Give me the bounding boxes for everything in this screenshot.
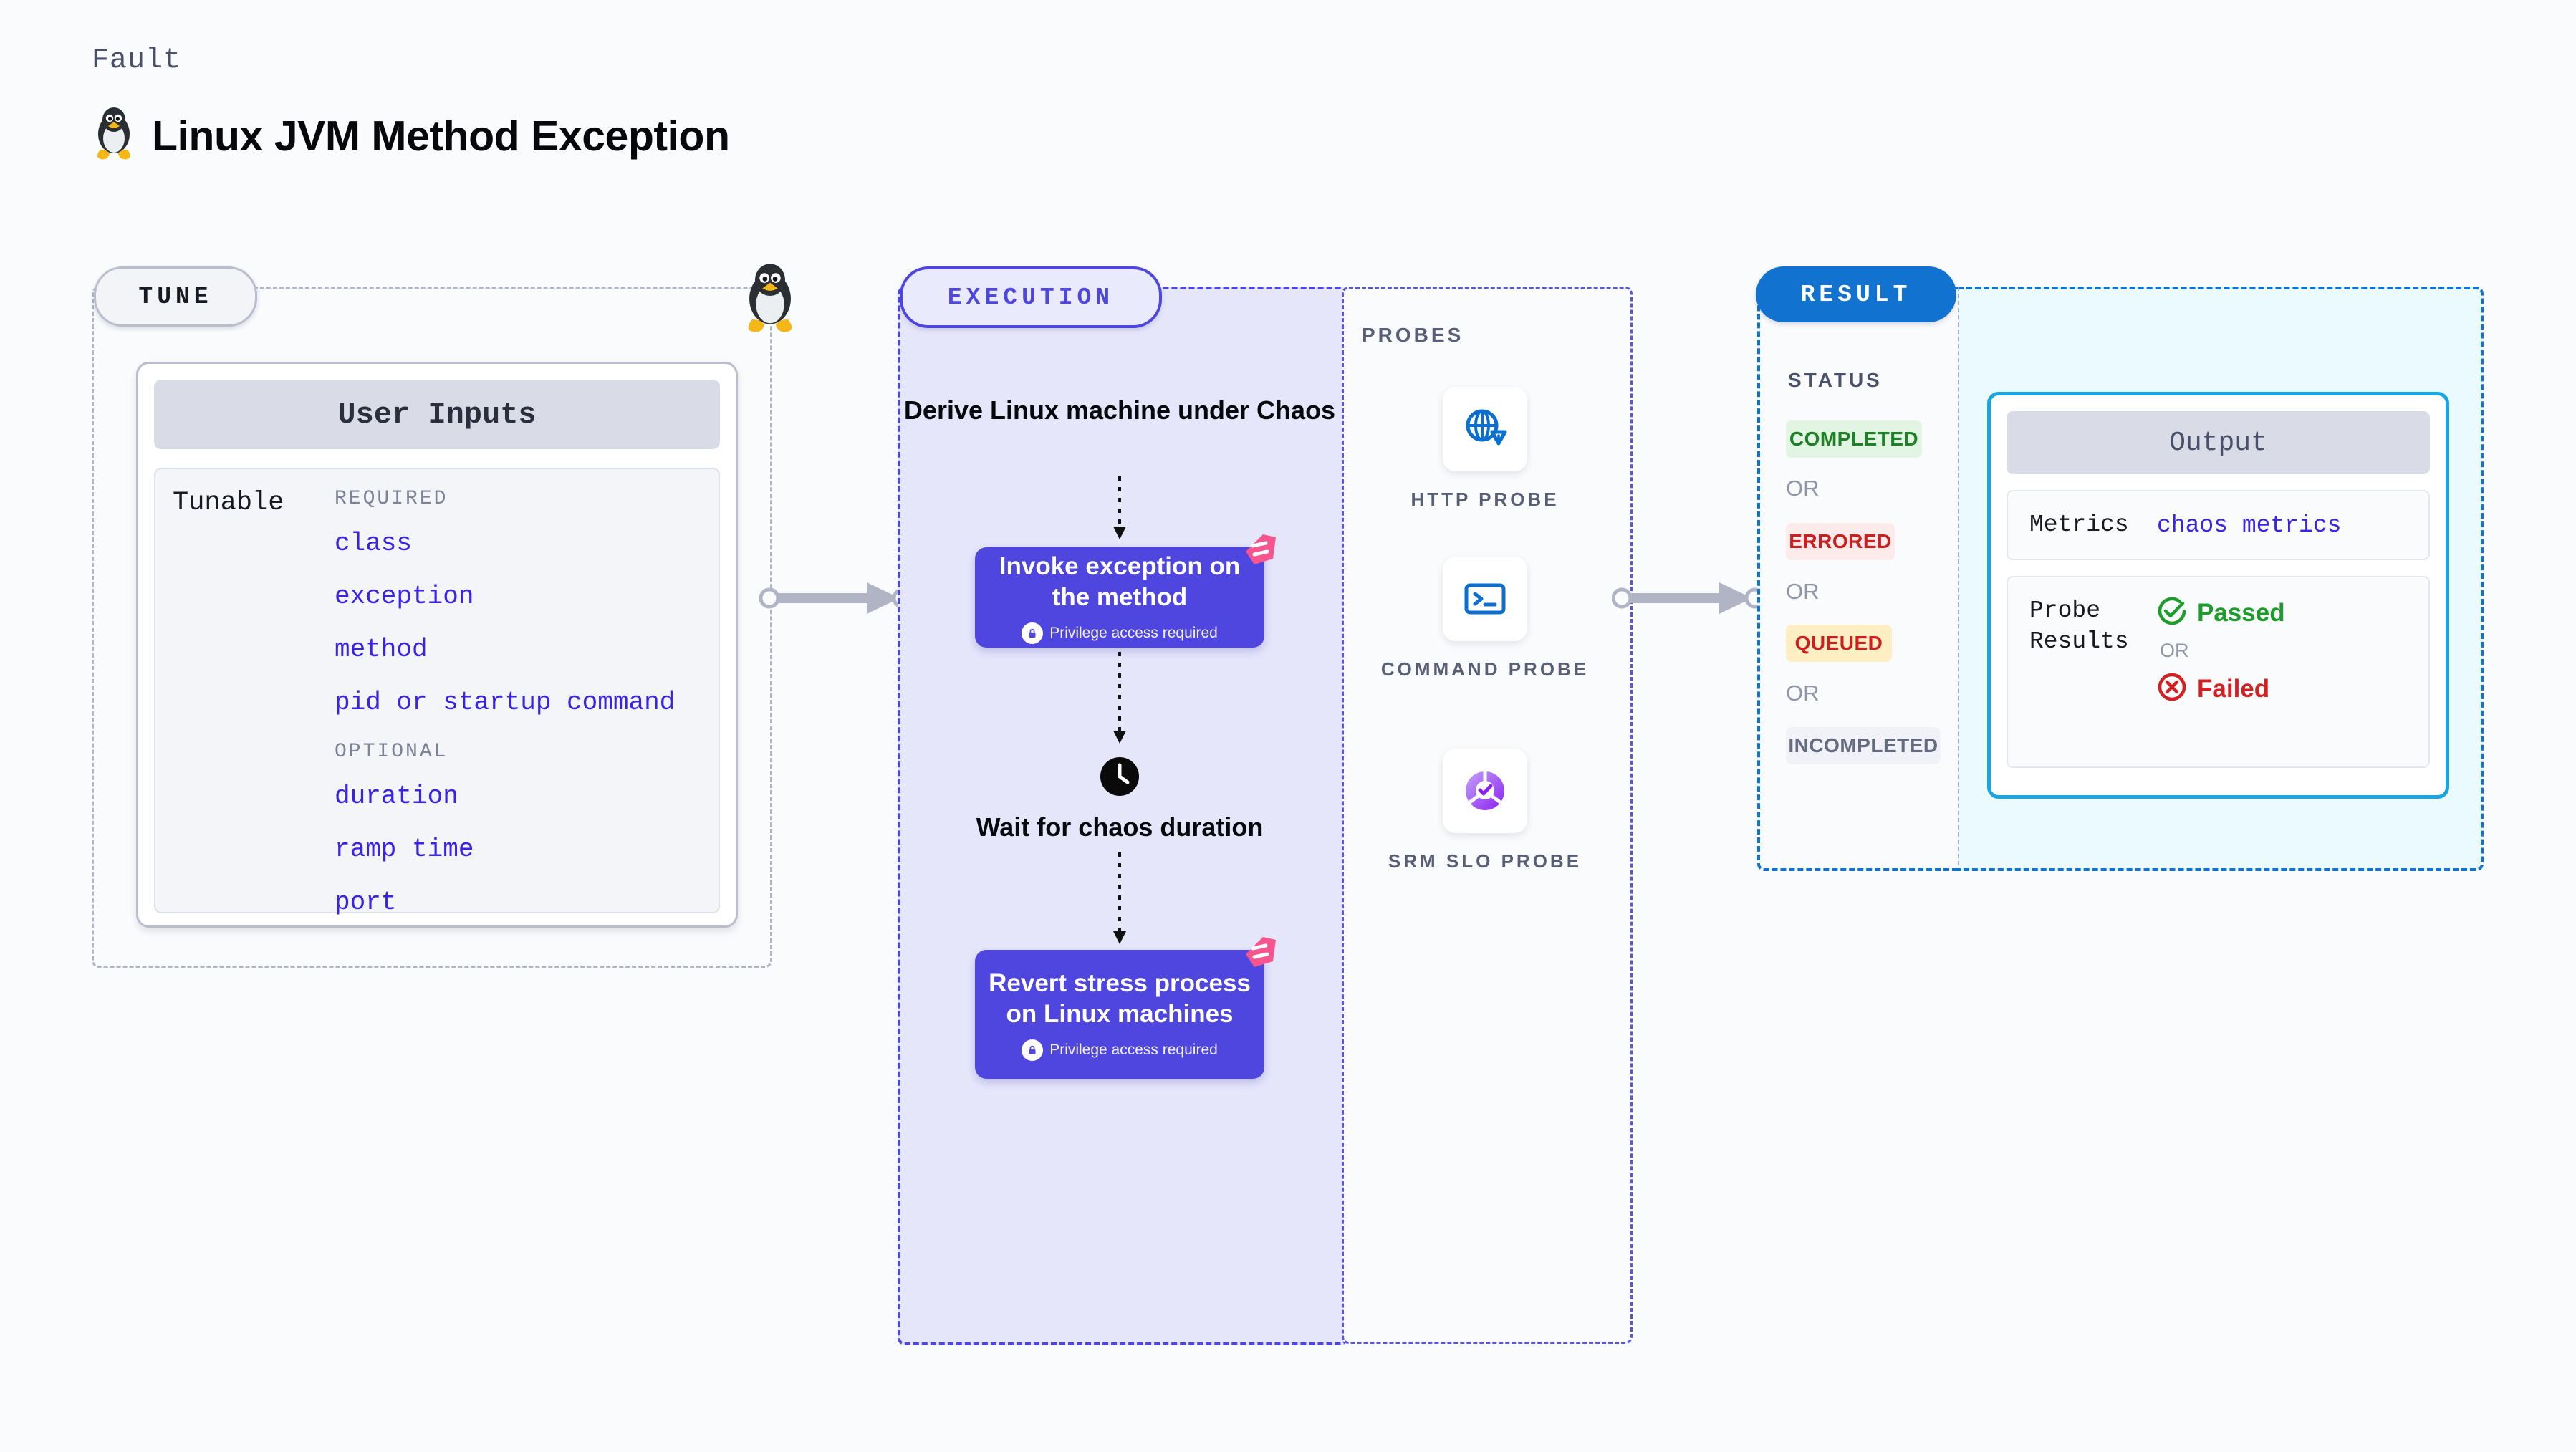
probe-result-passed: Passed bbox=[2157, 596, 2285, 630]
arrow-down-icon bbox=[1113, 652, 1126, 744]
tunable-list: REQUIRED class exception method pid or s… bbox=[335, 488, 719, 917]
execution-node-card[interactable]: Revert stress process on Linux machines … bbox=[975, 937, 1276, 1079]
tunable-item[interactable]: method bbox=[335, 635, 428, 664]
or-label: OR bbox=[1786, 579, 1820, 604]
or-label: OR bbox=[2160, 640, 2189, 661]
probe-result-failed: Failed bbox=[2157, 672, 2285, 706]
result-status-panel bbox=[1757, 287, 1961, 871]
privilege-note: Privilege access required bbox=[1022, 622, 1218, 645]
x-circle-icon bbox=[2157, 672, 2187, 706]
slo-donut-check-icon bbox=[1443, 749, 1527, 833]
probe-results-values: Passed OR Failed bbox=[2157, 596, 2285, 748]
execution-node-card[interactable]: Invoke exception on the method Privilege… bbox=[975, 534, 1276, 648]
status-title: STATUS bbox=[1788, 369, 1883, 391]
tunable-item[interactable]: pid or startup command bbox=[335, 688, 676, 717]
linux-penguin-icon bbox=[738, 263, 802, 335]
user-inputs-card: User Inputs Tunable REQUIRED class excep… bbox=[136, 362, 738, 928]
terminal-icon bbox=[1443, 557, 1527, 641]
wait-step-label: Wait for chaos duration bbox=[976, 812, 1264, 842]
probe-http[interactable]: HTTP PROBE bbox=[1342, 387, 1628, 512]
group-heading-required: REQUIRED bbox=[335, 488, 448, 510]
privilege-note-text: Privilege access required bbox=[1049, 625, 1218, 642]
or-label: OR bbox=[1786, 476, 1820, 501]
probes-title: PROBES bbox=[1362, 324, 1464, 346]
probe-label: SRM SLO PROBE bbox=[1388, 850, 1582, 872]
or-label: OR bbox=[1786, 681, 1820, 706]
arrow-down-icon bbox=[1113, 852, 1126, 944]
passed-label: Passed bbox=[2197, 598, 2285, 627]
tunable-label: Tunable bbox=[173, 488, 284, 518]
probe-results-label: Probe Results bbox=[2029, 597, 2129, 655]
globe-warning-icon bbox=[1443, 387, 1527, 471]
group-heading-optional: OPTIONAL bbox=[335, 741, 448, 763]
lock-icon bbox=[1022, 1039, 1044, 1062]
tunable-item[interactable]: ramp time bbox=[335, 835, 474, 864]
litmus-flag-icon bbox=[1233, 933, 1280, 980]
tunable-item[interactable]: exception bbox=[335, 582, 474, 611]
arrow-down-icon bbox=[1113, 476, 1126, 539]
execution-node-title: Revert stress process on Linux machines bbox=[989, 968, 1251, 1028]
status-badge-incompleted: INCOMPLETED bbox=[1786, 727, 1941, 764]
output-probe-results-row: Probe Results Passed OR bbox=[2007, 576, 2430, 768]
chaos-metrics-link[interactable]: chaos metrics bbox=[2157, 511, 2342, 539]
tune-badge: TUNE bbox=[94, 266, 257, 327]
page-title: Linux JVM Method Exception bbox=[152, 112, 730, 160]
probe-label: COMMAND PROBE bbox=[1380, 658, 1590, 680]
tunable-item[interactable]: duration bbox=[335, 782, 458, 811]
wait-step: Wait for chaos duration bbox=[898, 756, 1342, 844]
fault-kicker: Fault bbox=[92, 44, 182, 77]
lock-icon bbox=[1022, 622, 1044, 645]
fault-title-row: Linux JVM Method Exception bbox=[92, 107, 730, 165]
litmus-flag-icon bbox=[1233, 530, 1280, 577]
tune-panel bbox=[92, 287, 772, 968]
check-circle-icon bbox=[2157, 596, 2187, 630]
result-panel-divider bbox=[1958, 287, 1959, 865]
execution-node-title: Invoke exception on the method bbox=[999, 552, 1241, 611]
privilege-note-text: Privilege access required bbox=[1049, 1042, 1218, 1059]
status-badge-errored: ERRORED bbox=[1786, 523, 1895, 560]
failed-label: Failed bbox=[2197, 674, 2270, 703]
user-inputs-title: User Inputs bbox=[154, 380, 720, 449]
status-badge-completed: COMPLETED bbox=[1786, 420, 1922, 458]
tunable-item[interactable]: port bbox=[335, 888, 397, 917]
linux-penguin-icon bbox=[92, 107, 136, 165]
metrics-label: Metrics bbox=[2029, 511, 2129, 538]
probe-command[interactable]: COMMAND PROBE bbox=[1342, 557, 1628, 682]
execution-heading: Derive Linux machine under Chaos bbox=[903, 395, 1336, 425]
tunable-item[interactable]: class bbox=[335, 529, 413, 558]
tunable-section: Tunable REQUIRED class exception method … bbox=[154, 468, 720, 917]
privilege-note: Privilege access required bbox=[1022, 1039, 1218, 1062]
clock-icon bbox=[1099, 757, 1140, 800]
output-title: Output bbox=[2007, 411, 2430, 474]
connector-tune-to-execution bbox=[759, 582, 913, 614]
result-badge: RESULT bbox=[1756, 266, 1956, 322]
connector-probes-to-result bbox=[1612, 582, 1766, 614]
status-badge-queued: QUEUED bbox=[1786, 625, 1892, 662]
execution-badge: EXECUTION bbox=[900, 266, 1162, 328]
probe-label: HTTP PROBE bbox=[1410, 489, 1559, 510]
page-header: Fault Linux JVM Method Exception bbox=[92, 44, 730, 165]
probe-srm-slo[interactable]: SRM SLO PROBE bbox=[1342, 749, 1628, 874]
output-card: Output Metrics chaos metrics Probe Resul… bbox=[1987, 392, 2449, 799]
output-metrics-row: Metrics chaos metrics bbox=[2007, 490, 2430, 560]
